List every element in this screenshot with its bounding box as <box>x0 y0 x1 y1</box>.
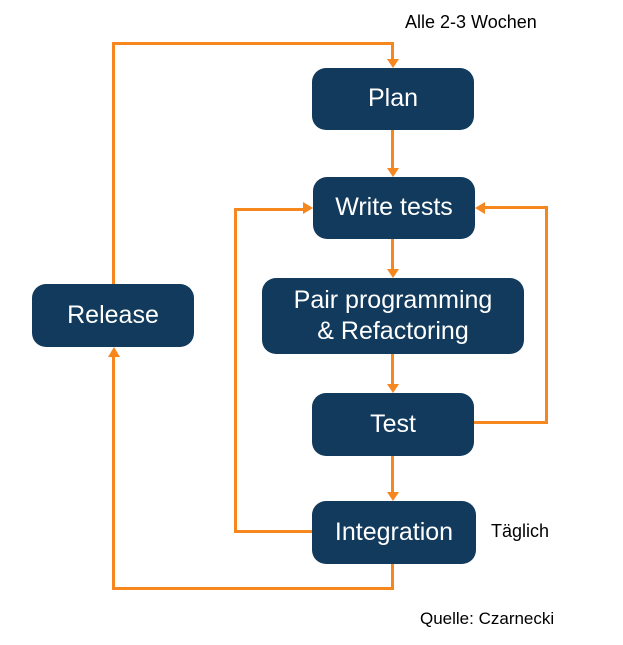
connector-integration-loop-in <box>237 208 303 211</box>
arrowhead-pair-to-test <box>387 384 399 393</box>
node-plan-label: Plan <box>367 84 419 113</box>
connector-test-loop-in <box>485 206 548 209</box>
arrowhead-to-release <box>108 347 120 357</box>
node-release: Release <box>32 284 194 347</box>
arrowhead-plan-to-write-tests <box>387 168 399 177</box>
connector-pair-to-test <box>391 354 394 385</box>
connector-test-to-integration <box>391 456 394 493</box>
node-pair-programming-label: Pair programming & Refactoring <box>294 285 493 348</box>
node-integration: Integration <box>312 501 476 564</box>
cycle-duration-label: Alle 2-3 Wochen <box>405 12 537 32</box>
connector-bottom-across <box>112 587 394 590</box>
connector-test-loop-up <box>545 206 548 424</box>
node-test: Test <box>312 393 474 456</box>
connector-down-to-plan <box>391 42 394 59</box>
arrowhead-write-tests-to-pair <box>387 269 399 278</box>
arrowhead-integration-to-write-tests <box>303 202 313 214</box>
connector-top-across <box>112 42 394 45</box>
node-write-tests-label: Write tests <box>335 193 453 222</box>
daily-label: Täglich <box>491 521 550 541</box>
node-integration-label: Integration <box>334 517 454 546</box>
source-credit-label: Quelle: Czarnecki <box>420 609 555 628</box>
node-release-label: Release <box>67 300 159 329</box>
node-test-label: Test <box>370 409 416 438</box>
node-write-tests: Write tests <box>313 177 475 239</box>
connector-integration-down <box>391 564 394 590</box>
node-pair-line2: & Refactoring <box>317 317 469 345</box>
connector-integration-loop-up <box>234 208 237 533</box>
connector-release-up <box>112 42 115 284</box>
arrowhead-test-to-integration <box>387 492 399 501</box>
arrowhead-test-to-write-tests <box>475 202 485 214</box>
connector-test-loop-out <box>474 421 548 424</box>
connector-plan-to-write-tests <box>391 130 394 170</box>
node-pair-programming: Pair programming & Refactoring <box>262 278 524 354</box>
node-plan: Plan <box>312 68 474 130</box>
connector-integration-loop-out <box>234 530 312 533</box>
connector-write-tests-to-pair <box>391 239 394 270</box>
connector-up-to-release <box>112 357 115 590</box>
arrowhead-to-plan <box>387 59 399 68</box>
node-pair-line1: Pair programming <box>293 285 493 314</box>
